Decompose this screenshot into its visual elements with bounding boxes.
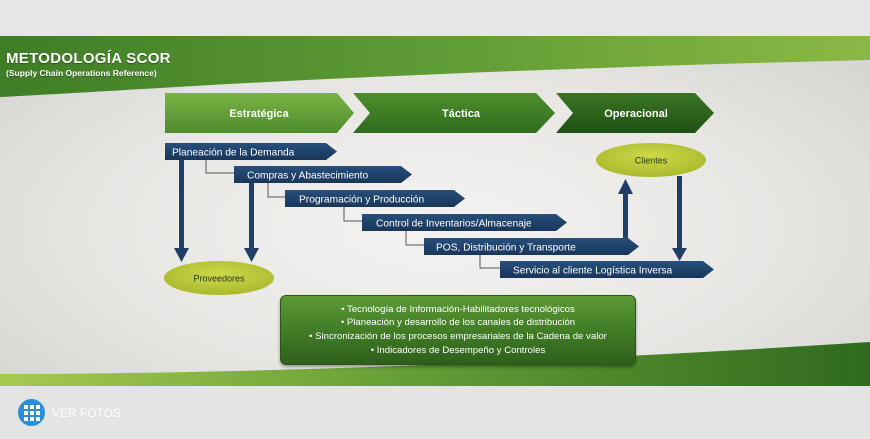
arrow-down-to-proveedores-1 xyxy=(174,160,189,262)
clientes-node: Clientes xyxy=(596,143,706,177)
gallery-button[interactable] xyxy=(18,399,45,426)
process-step-label: Control de Inventarios/Almacenaje xyxy=(376,219,532,230)
level-chevron-estrategica: Estratégica xyxy=(165,93,354,133)
process-step-label: POS, Distribución y Transporte xyxy=(436,243,576,254)
level-label-operacional: Operacional xyxy=(604,108,668,120)
process-step-label: Programación y Producción xyxy=(299,195,424,206)
level-label-tactica: Táctica xyxy=(442,108,481,120)
level-chevron-operacional: Operacional xyxy=(556,93,714,133)
grid-icon xyxy=(23,404,40,421)
page-title: METODOLOGÍA SCOR xyxy=(6,50,171,67)
banner-background xyxy=(0,36,870,386)
clientes-label: Clientes xyxy=(635,156,668,166)
process-step-1: Planeación de la Demanda xyxy=(165,143,337,160)
enabler-item: • Indicadores de Desempeño y Controles xyxy=(370,344,546,356)
arrow-up-to-clientes xyxy=(618,179,633,238)
step-connectors xyxy=(205,160,500,269)
process-step-3: Programación y Producción xyxy=(285,190,465,207)
process-step-6: Servicio al cliente Logística Inversa xyxy=(500,261,714,278)
scor-banner: METODOLOGÍA SCOR (Supply Chain Operation… xyxy=(0,36,870,386)
process-step-label: Servicio al cliente Logística Inversa xyxy=(513,266,672,277)
process-step-2: Compras y Abastecimiento xyxy=(234,166,412,183)
process-step-label: Compras y Abastecimiento xyxy=(247,171,369,182)
enabler-item: • Sincronización de los procesos empresa… xyxy=(309,331,607,342)
process-step-4: Control de Inventarios/Almacenaje xyxy=(362,214,567,231)
ver-fotos-link[interactable]: VER FOTOS xyxy=(52,406,122,420)
footer-bar: VER FOTOS xyxy=(0,386,870,439)
arrow-down-from-clientes xyxy=(672,176,687,261)
level-label-estrategica: Estratégica xyxy=(229,108,289,120)
scor-diagram: Estratégica Táctica Operacional Planeaci… xyxy=(164,93,714,295)
top-strip xyxy=(0,0,870,36)
enabler-item: • Planeación y desarrollo de los canales… xyxy=(340,317,576,329)
arrow-down-to-proveedores-2 xyxy=(244,183,259,262)
level-chevron-tactica: Táctica xyxy=(353,93,555,133)
process-step-5: POS, Distribución y Transporte xyxy=(424,238,639,255)
proveedores-label: Proveedores xyxy=(193,274,245,284)
flow-arrows xyxy=(174,160,687,262)
enabler-item: • Tecnología de Información-Habilitadore… xyxy=(341,303,575,315)
enablers-box: • Tecnología de Información-Habilitadore… xyxy=(280,295,636,365)
process-step-label: Planeación de la Demanda xyxy=(172,148,295,159)
proveedores-node: Proveedores xyxy=(164,261,274,295)
page-subtitle: (Supply Chain Operations Reference) xyxy=(6,68,157,78)
